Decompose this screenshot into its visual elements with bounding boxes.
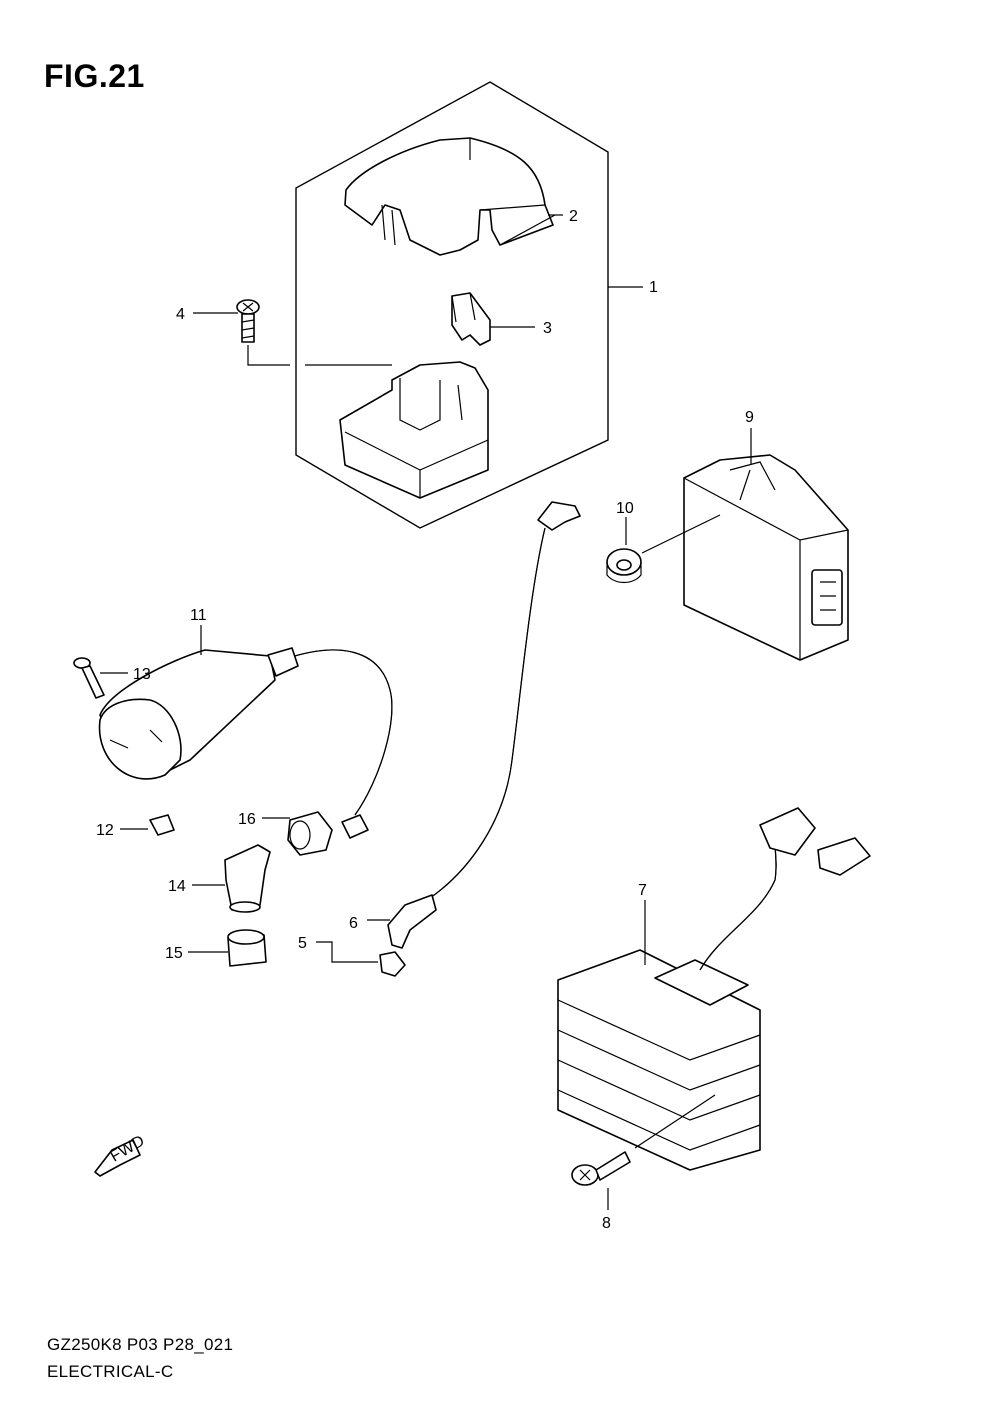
callout-6: 6 xyxy=(349,915,358,932)
callout-5: 5 xyxy=(298,935,307,952)
part-16-seal[interactable] xyxy=(287,811,333,856)
part-15-collar[interactable] xyxy=(227,929,267,967)
callout-14: 14 xyxy=(168,878,186,895)
callout-9: 9 xyxy=(745,409,754,426)
part-4-screw[interactable] xyxy=(236,299,260,343)
callout-15: 15 xyxy=(165,945,183,962)
part-10-nut[interactable] xyxy=(606,548,642,584)
callout-1: 1 xyxy=(649,279,658,296)
callout-13: 13 xyxy=(133,666,151,683)
part-5-ground-wire[interactable] xyxy=(379,501,581,977)
part-11-ignition-coil[interactable] xyxy=(98,647,393,839)
part-1-relay-base[interactable] xyxy=(339,361,489,499)
callout-4: 4 xyxy=(176,306,185,323)
part-2-cover[interactable] xyxy=(344,137,556,256)
assembly-frame xyxy=(295,81,609,529)
section-title: ELECTRICAL-C xyxy=(47,1362,174,1381)
callout-12: 12 xyxy=(96,822,114,839)
callout-11: 11 xyxy=(190,607,207,624)
leader-lines xyxy=(100,214,752,1210)
callout-8: 8 xyxy=(602,1215,611,1232)
part-13-bolt[interactable] xyxy=(73,657,105,699)
part-3-fuse[interactable] xyxy=(451,292,491,346)
callout-3: 3 xyxy=(543,320,552,337)
callout-numbers: 1 2 3 4 5 6 7 8 9 10 11 12 13 14 15 16 xyxy=(96,208,754,1232)
part-14-plug-cap[interactable] xyxy=(224,844,271,913)
callout-2: 2 xyxy=(569,208,578,225)
model-code: GZ250K8 P03 P28_021 xyxy=(47,1335,234,1354)
part-8-screw[interactable] xyxy=(571,1151,631,1186)
figure-title: FIG.21 xyxy=(44,58,145,94)
callout-10: 10 xyxy=(616,500,634,517)
callout-7: 7 xyxy=(638,882,647,899)
fwd-arrow-icon: FWD xyxy=(94,1133,148,1177)
part-9-cdi-unit[interactable] xyxy=(683,454,849,661)
part-7-regulator[interactable] xyxy=(557,807,871,1171)
callout-16: 16 xyxy=(238,811,256,828)
part-12-grommet[interactable] xyxy=(149,814,175,836)
